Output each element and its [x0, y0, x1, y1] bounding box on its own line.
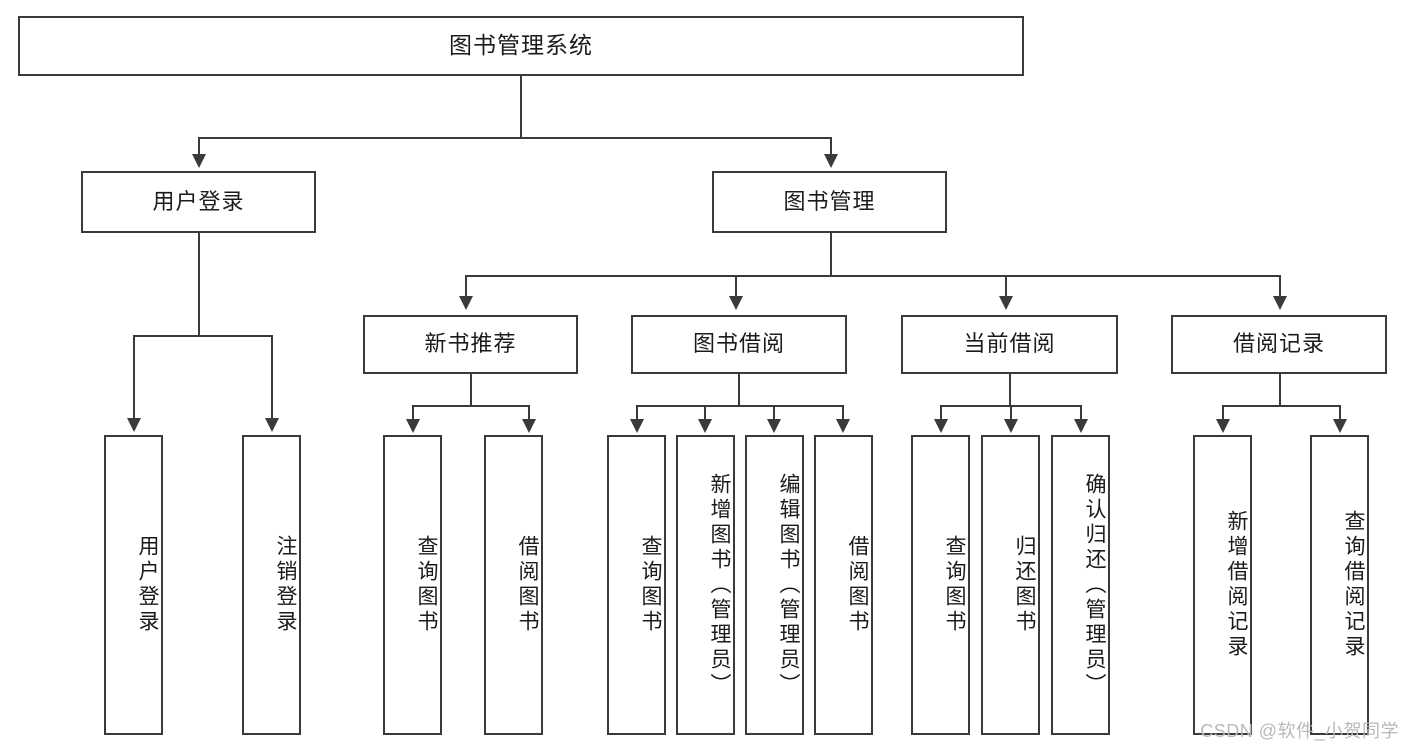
- node-label: 借阅图书: [516, 535, 539, 635]
- connector-root-stem: [520, 76, 522, 138]
- node-label: 查询图书: [415, 535, 438, 635]
- connector-book-manage-drop-1: [465, 275, 467, 297]
- arrow-user-login-leaf-2: [265, 418, 279, 432]
- leaf-book-borrow-4[interactable]: 借阅图书: [814, 435, 873, 735]
- connector-borrow-record-stem: [1279, 374, 1281, 406]
- node-label: 借阅记录: [1232, 331, 1325, 357]
- arrow-book-borrow-leaf-4: [836, 419, 850, 433]
- connector-user-login-stem: [198, 233, 200, 336]
- node-label: 归还图书: [1013, 535, 1036, 635]
- node-root-system[interactable]: 图书管理系统: [18, 16, 1024, 76]
- arrow-borrow-record-leaf-1: [1216, 419, 1230, 433]
- connector-book-borrow-stem: [738, 374, 740, 406]
- arrow-book-borrow-leaf-1: [630, 419, 644, 433]
- leaf-borrow-record-2[interactable]: 查询借阅记录: [1310, 435, 1369, 735]
- connector-book-borrow-drop-1: [636, 405, 638, 421]
- leaf-user-login-1[interactable]: 用户登录: [104, 435, 163, 735]
- node-label: 图书管理系统: [449, 32, 593, 59]
- connector-book-manage-drop-3: [1005, 275, 1007, 297]
- connector-new-book-stem: [470, 374, 472, 406]
- connector-current-borrow-drop-3: [1080, 405, 1082, 421]
- arrow-borrow-record-leaf-2: [1333, 419, 1347, 433]
- leaf-new-book-recommend-1[interactable]: 查询图书: [383, 435, 442, 735]
- leaf-borrow-record-1[interactable]: 新增借阅记录: [1193, 435, 1252, 735]
- leaf-book-borrow-2[interactable]: 新增图书（管理员）: [676, 435, 735, 735]
- connector-book-manage-bus: [465, 275, 1280, 277]
- node-label: 查询图书: [943, 535, 966, 635]
- node-label: 当前借阅: [963, 331, 1056, 357]
- csdn-watermark: CSDN @软件_小贺同学: [1200, 721, 1399, 741]
- connector-user-login-drop-2: [271, 335, 273, 420]
- node-label: 编辑图书（管理员）: [777, 472, 800, 698]
- node-book-manage[interactable]: 图书管理: [712, 171, 947, 233]
- arrow-current-borrow-leaf-1: [934, 419, 948, 433]
- connector-root-bus: [198, 137, 832, 139]
- arrow-current-borrow-leaf-2: [1004, 419, 1018, 433]
- node-label: 图书管理: [783, 188, 876, 214]
- node-label: 注销登录: [274, 535, 297, 635]
- connector-borrow-record-bus: [1222, 405, 1339, 407]
- node-label: 用户登录: [136, 535, 159, 635]
- connector-new-book-drop-1: [412, 405, 414, 421]
- node-label: 用户登录: [152, 188, 245, 214]
- connector-user-login-bus: [133, 335, 271, 337]
- arrow-root-to-book-manage: [824, 154, 838, 168]
- node-label: 新增图书（管理员）: [708, 472, 731, 698]
- leaf-current-borrow-1[interactable]: 查询图书: [911, 435, 970, 735]
- arrow-book-manage-to-current-borrow: [999, 296, 1013, 310]
- leaf-current-borrow-2[interactable]: 归还图书: [981, 435, 1040, 735]
- connector-borrow-record-drop-2: [1339, 405, 1341, 421]
- connector-book-borrow-drop-4: [842, 405, 844, 421]
- arrow-current-borrow-leaf-3: [1074, 419, 1088, 433]
- arrow-book-borrow-leaf-3: [767, 419, 781, 433]
- node-label: 查询借阅记录: [1342, 510, 1365, 660]
- node-label: 图书借阅: [692, 331, 785, 357]
- leaf-book-borrow-1[interactable]: 查询图书: [607, 435, 666, 735]
- leaf-current-borrow-3[interactable]: 确认归还（管理员）: [1051, 435, 1110, 735]
- node-current-borrow[interactable]: 当前借阅: [901, 315, 1118, 374]
- arrow-new-book-leaf-1: [406, 419, 420, 433]
- connector-current-borrow-stem: [1009, 374, 1011, 406]
- leaf-book-borrow-3[interactable]: 编辑图书（管理员）: [745, 435, 804, 735]
- arrow-book-manage-to-book-borrow: [729, 296, 743, 310]
- connector-user-login-drop-1: [133, 335, 135, 420]
- connector-book-manage-drop-2: [735, 275, 737, 297]
- arrow-new-book-leaf-2: [522, 419, 536, 433]
- node-borrow-record[interactable]: 借阅记录: [1171, 315, 1387, 374]
- node-label: 新增借阅记录: [1225, 510, 1248, 660]
- arrow-user-login-leaf-1: [127, 418, 141, 432]
- connector-book-manage-stem: [830, 233, 832, 276]
- node-book-borrow[interactable]: 图书借阅: [631, 315, 847, 374]
- node-label: 新书推荐: [424, 331, 517, 357]
- connector-current-borrow-drop-2: [1010, 405, 1012, 421]
- connector-new-book-drop-2: [528, 405, 530, 421]
- arrow-book-borrow-leaf-2: [698, 419, 712, 433]
- connector-book-borrow-drop-3: [773, 405, 775, 421]
- node-user-login[interactable]: 用户登录: [81, 171, 316, 233]
- connector-book-manage-drop-4: [1279, 275, 1281, 297]
- node-label: 确认归还（管理员）: [1083, 472, 1106, 698]
- connector-root-to-user-login: [198, 137, 200, 156]
- connector-new-book-bus: [412, 405, 528, 407]
- connector-root-to-book-manage: [830, 137, 832, 156]
- leaf-new-book-recommend-2[interactable]: 借阅图书: [484, 435, 543, 735]
- arrow-root-to-user-login: [192, 154, 206, 168]
- node-label: 查询图书: [639, 535, 662, 635]
- connector-book-borrow-bus: [636, 405, 842, 407]
- node-new-book-recommend[interactable]: 新书推荐: [363, 315, 578, 374]
- leaf-user-login-2[interactable]: 注销登录: [242, 435, 301, 735]
- arrow-book-manage-to-new-book: [459, 296, 473, 310]
- node-label: 借阅图书: [846, 535, 869, 635]
- connector-book-borrow-drop-2: [704, 405, 706, 421]
- connector-borrow-record-drop-1: [1222, 405, 1224, 421]
- arrow-book-manage-to-borrow-record: [1273, 296, 1287, 310]
- connector-current-borrow-drop-1: [940, 405, 942, 421]
